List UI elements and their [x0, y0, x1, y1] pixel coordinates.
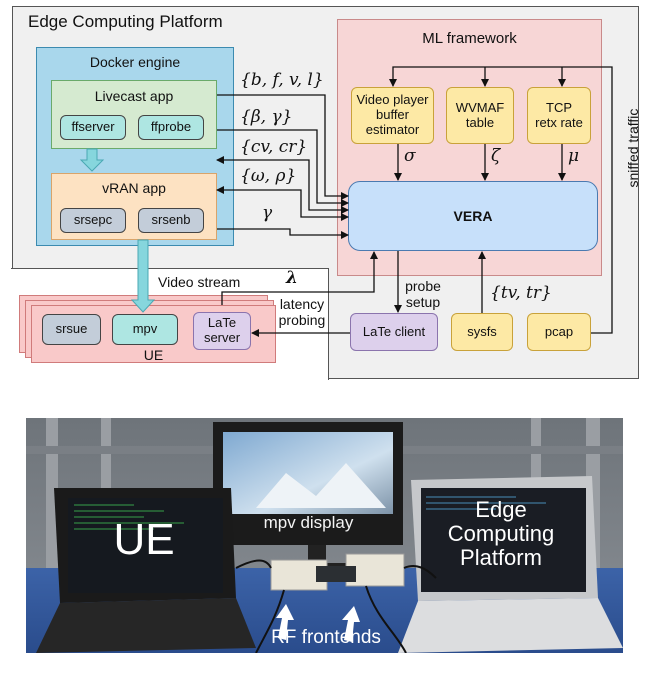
label-zeta: ζ	[491, 146, 501, 166]
arrow-vran-gamma	[217, 228, 349, 239]
label-mu: μ	[568, 146, 580, 166]
wvmaf-table-box: WVMAF table	[446, 87, 514, 144]
docker-engine-title: Docker engine	[89, 54, 181, 70]
ffserver-box: ffserver	[60, 115, 126, 140]
testbed-photo-illustration	[26, 418, 623, 653]
arrow-lambda	[221, 251, 378, 305]
mpv-box: mpv	[112, 314, 178, 345]
vera-box: VERA	[348, 181, 598, 251]
teal-arrow-vran-to-mpv	[130, 239, 156, 313]
label-tv-tr: {tv, tr}	[490, 283, 552, 303]
diagram-connectors	[79, 66, 613, 337]
platform-title: Edge Computing Platform	[28, 12, 223, 31]
arrow-omega-rho	[216, 186, 349, 221]
label-probe-setup: probe setup	[405, 278, 441, 311]
label-b-f-v-l: {b, f, v, l}	[240, 70, 324, 90]
teal-arrow-livecast-to-vran	[79, 148, 105, 172]
photo-label-rf-frontends: RF frontends	[271, 627, 381, 648]
pcap-box: pcap	[527, 313, 591, 351]
srsepc-box: srsepc	[60, 208, 126, 233]
label-latency-probing: latency probing	[278, 296, 326, 329]
label-gamma: γ	[262, 203, 273, 223]
late-server-box: LaTe server	[193, 312, 251, 350]
label-cv-cr: {cv, cr}	[240, 137, 308, 157]
label-lambda: λ	[286, 268, 298, 288]
sysfs-box: sysfs	[451, 313, 513, 351]
label-beta-gamma: {β, γ}	[240, 107, 293, 127]
ffprobe-box: ffprobe	[138, 115, 204, 140]
label-video-stream: Video stream	[158, 274, 241, 290]
label-omega-rho: {ω, ρ}	[240, 166, 297, 186]
photo-label-mpv-display: mpv display	[263, 513, 354, 532]
ml-framework-title: ML framework	[422, 30, 517, 47]
photo-label-ue: UE	[113, 515, 175, 564]
label-sigma: σ	[404, 146, 416, 166]
video-player-buffer-estimator-box: Video player buffer estimator	[351, 87, 434, 144]
label-sniffed-traffic: sniffed traffic	[624, 108, 641, 188]
arrow-sniffed-traffic	[389, 66, 613, 334]
photo-label-edge-platform: Edge Computing Platform	[447, 497, 555, 570]
late-client-box: LaTe client	[350, 313, 438, 351]
tcp-retx-rate-box: TCP retx rate	[527, 87, 591, 144]
testbed-photo: UE mpv display Edge Computing Platform R…	[26, 418, 623, 653]
srsenb-box: srsenb	[138, 208, 204, 233]
livecast-app-title: Livecast app	[94, 88, 174, 104]
ue-title: UE	[143, 347, 164, 363]
vran-app-title: vRAN app	[102, 180, 166, 196]
srsue-box: srsue	[42, 314, 101, 345]
